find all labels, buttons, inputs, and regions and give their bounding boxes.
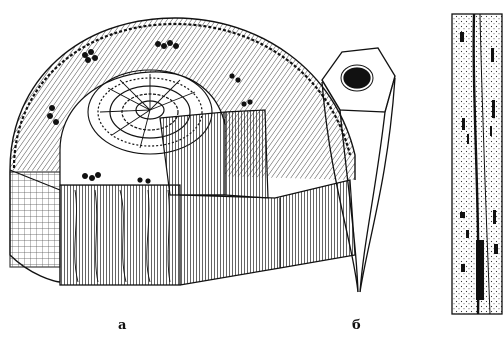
panel-a-drawing bbox=[10, 18, 355, 285]
panel-c-drawing bbox=[452, 14, 502, 314]
panel-label-a: а bbox=[118, 318, 126, 333]
panel-label-b: б bbox=[352, 318, 361, 333]
